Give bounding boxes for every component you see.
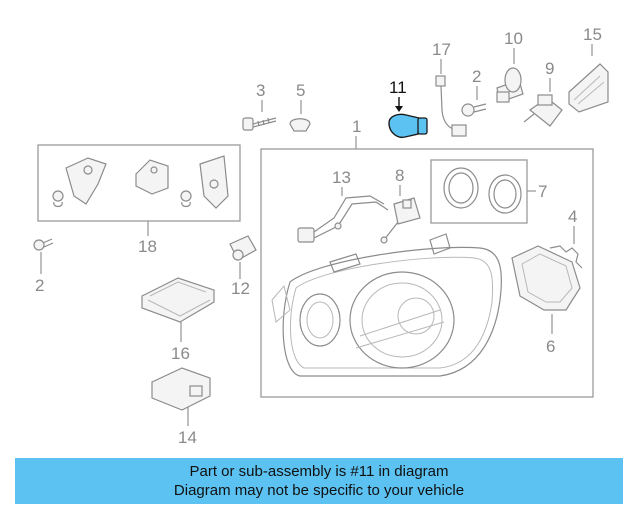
part-16-ballast bbox=[141, 277, 215, 323]
leader-11-arrowhead bbox=[395, 106, 403, 112]
info-banner: Part or sub-assembly is #11 in diagram D… bbox=[15, 458, 623, 504]
part-3-screw bbox=[242, 117, 277, 131]
group-18-box bbox=[37, 144, 241, 222]
part-12-bulb bbox=[229, 235, 257, 261]
callout-11: 11 bbox=[389, 78, 407, 97]
banner-line-1: Part or sub-assembly is #11 in diagram bbox=[189, 463, 449, 480]
part-8-socket bbox=[380, 197, 421, 244]
group-7-box bbox=[430, 159, 528, 224]
callout-9: 9 bbox=[545, 59, 554, 78]
part-15-control-unit bbox=[568, 63, 609, 113]
part-6-cover bbox=[511, 245, 581, 311]
callout-4: 4 bbox=[568, 207, 577, 226]
callout-3: 3 bbox=[256, 81, 265, 100]
part-11-bulb[interactable] bbox=[388, 113, 428, 139]
part-2-screw-left bbox=[33, 238, 54, 251]
callout-8: 8 bbox=[395, 166, 404, 185]
banner-line-2: Diagram may not be specific to your vehi… bbox=[173, 482, 465, 499]
callout-7: 7 bbox=[538, 182, 547, 201]
callout-13: 13 bbox=[332, 168, 351, 187]
callout-6: 6 bbox=[546, 337, 555, 356]
part-9-bulb bbox=[523, 94, 563, 127]
part-7-rings bbox=[443, 167, 522, 214]
part-14-module bbox=[151, 367, 211, 411]
callout-18: 18 bbox=[138, 237, 157, 256]
callout-17: 17 bbox=[432, 40, 451, 59]
part-5-clip bbox=[289, 118, 311, 132]
callout-2-left: 2 bbox=[35, 276, 44, 295]
callout-2-right: 2 bbox=[472, 67, 481, 86]
group-18-parts bbox=[52, 155, 229, 209]
callout-14: 14 bbox=[178, 428, 197, 447]
part-2-screw-right bbox=[461, 103, 487, 117]
part-13-harness bbox=[297, 195, 389, 243]
callout-5: 5 bbox=[296, 81, 305, 100]
callout-12: 12 bbox=[231, 279, 250, 298]
callout-1: 1 bbox=[352, 117, 361, 136]
part-17-harness bbox=[435, 75, 467, 137]
headlamp-assembly-box bbox=[260, 148, 594, 398]
callout-10: 10 bbox=[504, 29, 523, 48]
callout-15: 15 bbox=[583, 25, 602, 44]
part-10-bulb bbox=[496, 67, 524, 103]
part-4-wire bbox=[549, 245, 583, 269]
callout-16: 16 bbox=[171, 344, 190, 363]
headlamp-housing bbox=[271, 233, 502, 377]
